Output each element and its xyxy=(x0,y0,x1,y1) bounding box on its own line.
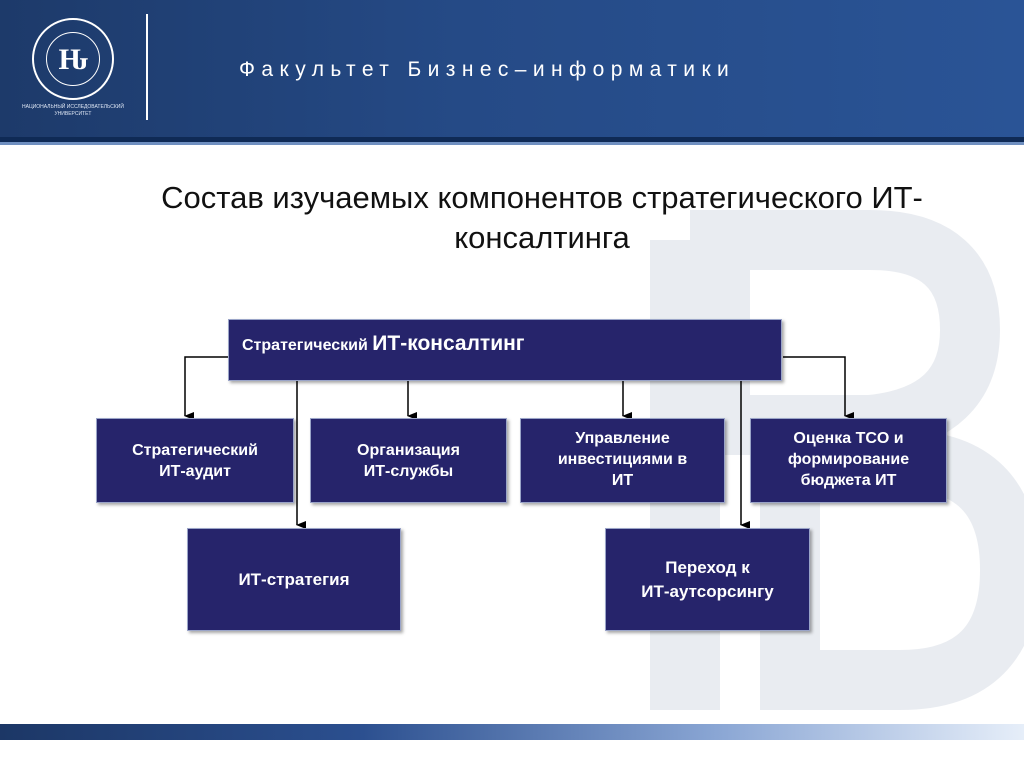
logo-mark: Ԋ xyxy=(58,41,88,77)
node-strategic-it-audit-label: Стратегический ИТ-аудит xyxy=(132,441,258,480)
node-it-strategy: ИТ-стратегия xyxy=(187,528,401,631)
header-stripe-light xyxy=(0,142,1024,145)
header-bar: Ԋ НАЦИОНАЛЬНЫЙ ИССЛЕДОВАТЕЛЬСКИЙ УНИВЕРС… xyxy=(0,0,1024,137)
slide-title-line-1: Состав изучаемых компонентов стратегичес… xyxy=(161,180,923,215)
node-it-service-organization: Организация ИТ-службы xyxy=(310,418,507,503)
node-it-strategy-label: ИТ-стратегия xyxy=(238,569,350,589)
node-root-label-small: Стратегический xyxy=(242,337,373,354)
footer-bar xyxy=(0,724,1024,740)
logo-inner-ring xyxy=(46,32,100,86)
header-divider xyxy=(146,14,148,120)
slide-title-line-2: консалтинга xyxy=(454,220,630,255)
header-stripe xyxy=(0,137,1024,142)
connector-root-to-tco xyxy=(783,356,854,420)
connector-root-to-audit xyxy=(184,356,228,420)
node-it-outsourcing-transition-label: Переход к ИТ-аутсорсингу xyxy=(641,557,774,601)
university-logo: Ԋ xyxy=(32,18,114,100)
node-it-investment-management-label: Управление инвестициями в ИТ xyxy=(557,430,688,489)
node-root-label-big: ИТ-консалтинг xyxy=(372,332,525,355)
node-root-it-consulting: Стратегический ИТ-консалтинг xyxy=(228,319,782,381)
node-tco-budget-label: Оценка TCO и формирование бюджета ИТ xyxy=(787,430,910,489)
slide-title: Состав изучаемых компонентов стратегичес… xyxy=(70,178,1014,258)
node-it-outsourcing-transition: Переход к ИТ-аутсорсингу xyxy=(605,528,810,631)
node-tco-budget: Оценка TCO и формирование бюджета ИТ xyxy=(750,418,947,503)
faculty-title: Факультет Бизнес–информатики xyxy=(239,58,736,81)
node-it-investment-management: Управление инвестициями в ИТ xyxy=(520,418,725,503)
logo-caption: НАЦИОНАЛЬНЫЙ ИССЛЕДОВАТЕЛЬСКИЙ УНИВЕРСИТ… xyxy=(22,104,124,117)
node-it-service-organization-label: Организация ИТ-службы xyxy=(357,441,460,480)
node-strategic-it-audit: Стратегический ИТ-аудит xyxy=(96,418,294,503)
